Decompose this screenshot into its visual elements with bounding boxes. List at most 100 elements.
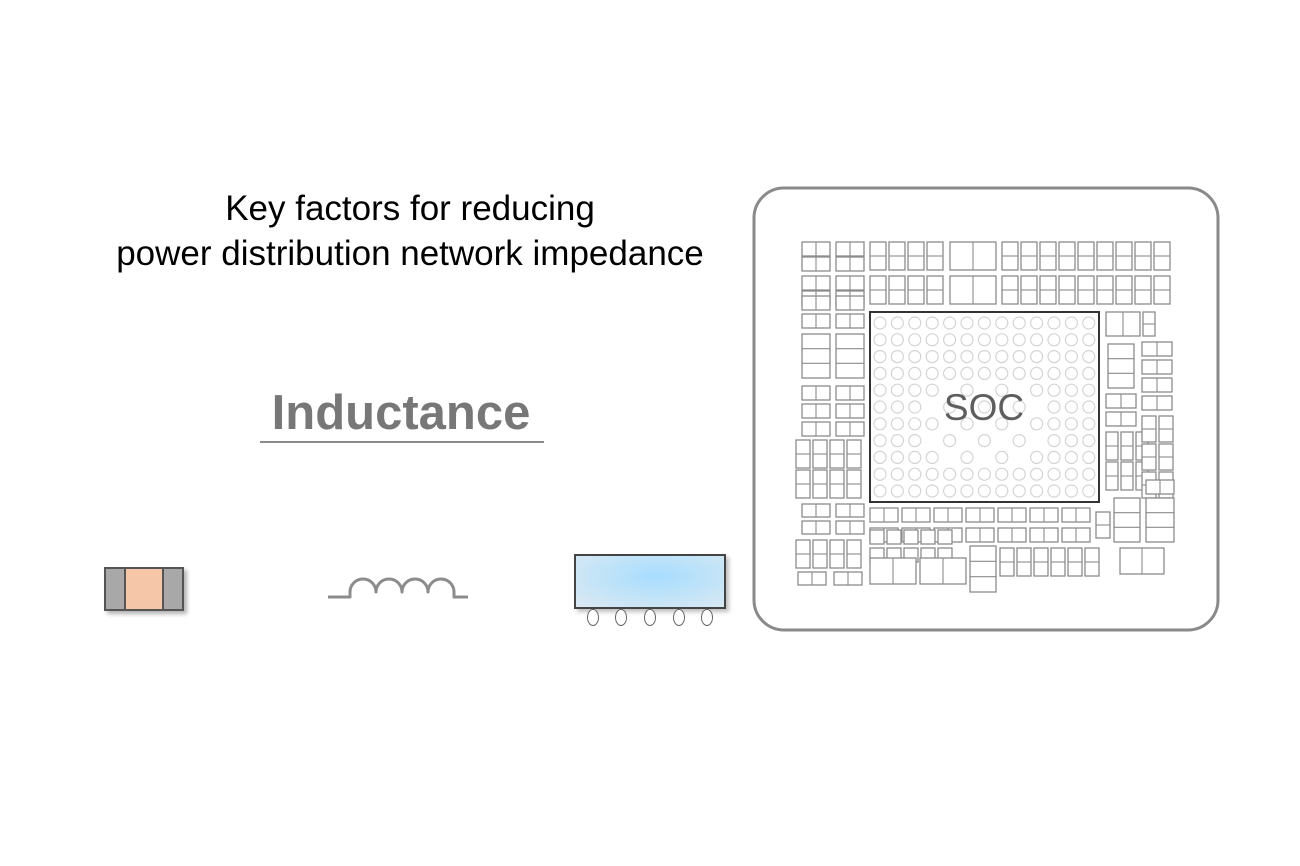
passive-component xyxy=(1020,241,1038,271)
passive-component xyxy=(933,507,963,523)
passive-component xyxy=(1141,443,1157,471)
solder-ball xyxy=(1064,316,1078,330)
solder-ball xyxy=(960,467,974,481)
solder-ball xyxy=(1012,467,1026,481)
solder-ball xyxy=(925,366,939,380)
solder-ball xyxy=(1064,467,1078,481)
passive-component xyxy=(846,439,862,469)
solder-ball xyxy=(995,467,1009,481)
passive-component xyxy=(835,295,865,311)
passive-component xyxy=(926,275,944,305)
passive-component xyxy=(1016,547,1032,577)
solder-ball xyxy=(960,383,974,397)
passive-component xyxy=(1050,547,1066,577)
solder-ball xyxy=(1082,366,1096,380)
passive-component xyxy=(888,241,906,271)
solder-ball xyxy=(1064,450,1078,464)
solder-ball xyxy=(1047,316,1061,330)
solder-ball xyxy=(1047,484,1061,498)
passive-component xyxy=(903,529,919,545)
solder-ball xyxy=(1064,333,1078,347)
passive-component xyxy=(901,507,931,523)
passive-component xyxy=(835,256,865,272)
solder-ball xyxy=(1082,316,1096,330)
solder-ball xyxy=(1012,484,1026,498)
solder-ball xyxy=(873,333,887,347)
solder-ball xyxy=(890,333,904,347)
solder-ball xyxy=(890,450,904,464)
passive-component xyxy=(1061,527,1091,543)
solder-ball xyxy=(943,484,957,498)
passive-component xyxy=(949,275,997,305)
solder-ball xyxy=(925,316,939,330)
solder-ball xyxy=(995,316,1009,330)
title-line-1: Key factors for reducing xyxy=(225,189,595,228)
solder-ball xyxy=(890,484,904,498)
passive-component xyxy=(1105,411,1137,427)
passive-component xyxy=(829,539,845,569)
passive-component xyxy=(835,385,865,401)
passive-component xyxy=(1095,511,1111,539)
solder-ball xyxy=(1012,316,1026,330)
passive-component xyxy=(797,571,827,586)
passive-component xyxy=(812,469,828,499)
solder-ball xyxy=(960,484,974,498)
passive-component xyxy=(1039,241,1057,271)
solder-ball xyxy=(644,609,656,626)
solder-ball xyxy=(908,450,922,464)
solder-ball xyxy=(908,366,922,380)
passive-component xyxy=(835,503,865,518)
passive-component xyxy=(969,545,997,593)
passive-component xyxy=(869,557,917,585)
passive-component xyxy=(812,539,828,569)
passive-component xyxy=(795,539,811,569)
solder-ball xyxy=(873,434,887,448)
solder-ball xyxy=(925,467,939,481)
soc-label: SOC xyxy=(943,387,1025,428)
solder-ball xyxy=(960,366,974,380)
solder-ball xyxy=(1082,400,1096,414)
passive-component xyxy=(835,403,865,419)
passive-component xyxy=(1001,241,1019,271)
solder-ball xyxy=(873,383,887,397)
diagram-title: Key factors for reducing power distribut… xyxy=(60,186,760,276)
solder-ball xyxy=(908,434,922,448)
solder-ball xyxy=(890,467,904,481)
passive-component xyxy=(920,529,936,545)
solder-ball xyxy=(1047,333,1061,347)
passive-component xyxy=(869,507,899,523)
solder-ball xyxy=(1047,417,1061,431)
passive-component xyxy=(1033,547,1049,577)
solder-ball xyxy=(890,400,904,414)
solder-ball xyxy=(943,467,957,481)
solder-ball xyxy=(1012,350,1026,364)
solder-ball xyxy=(977,366,991,380)
passive-component xyxy=(835,333,865,379)
passive-component xyxy=(1058,275,1076,305)
solder-ball xyxy=(908,383,922,397)
inductance-heading: Inductance xyxy=(271,386,531,440)
pcb-board xyxy=(752,186,1220,632)
passive-component xyxy=(1145,497,1175,543)
solder-ball xyxy=(873,316,887,330)
solder-ball xyxy=(1012,434,1026,448)
solder-ball xyxy=(977,484,991,498)
solder-ball xyxy=(1030,333,1044,347)
passive-component xyxy=(888,275,906,305)
solder-ball xyxy=(890,383,904,397)
solder-ball xyxy=(873,450,887,464)
solder-ball xyxy=(943,434,957,448)
solder-ball xyxy=(1047,467,1061,481)
solder-ball xyxy=(587,609,599,626)
passive-component xyxy=(949,241,997,271)
solder-ball xyxy=(615,609,627,626)
solder-ball xyxy=(1047,383,1061,397)
passive-component xyxy=(1084,547,1100,577)
passive-component xyxy=(907,241,925,271)
passive-component xyxy=(1105,393,1137,409)
passive-component xyxy=(997,527,1027,543)
solder-ball xyxy=(995,350,1009,364)
passive-component xyxy=(812,439,828,469)
passive-component xyxy=(1077,241,1095,271)
solder-ball xyxy=(1064,434,1078,448)
